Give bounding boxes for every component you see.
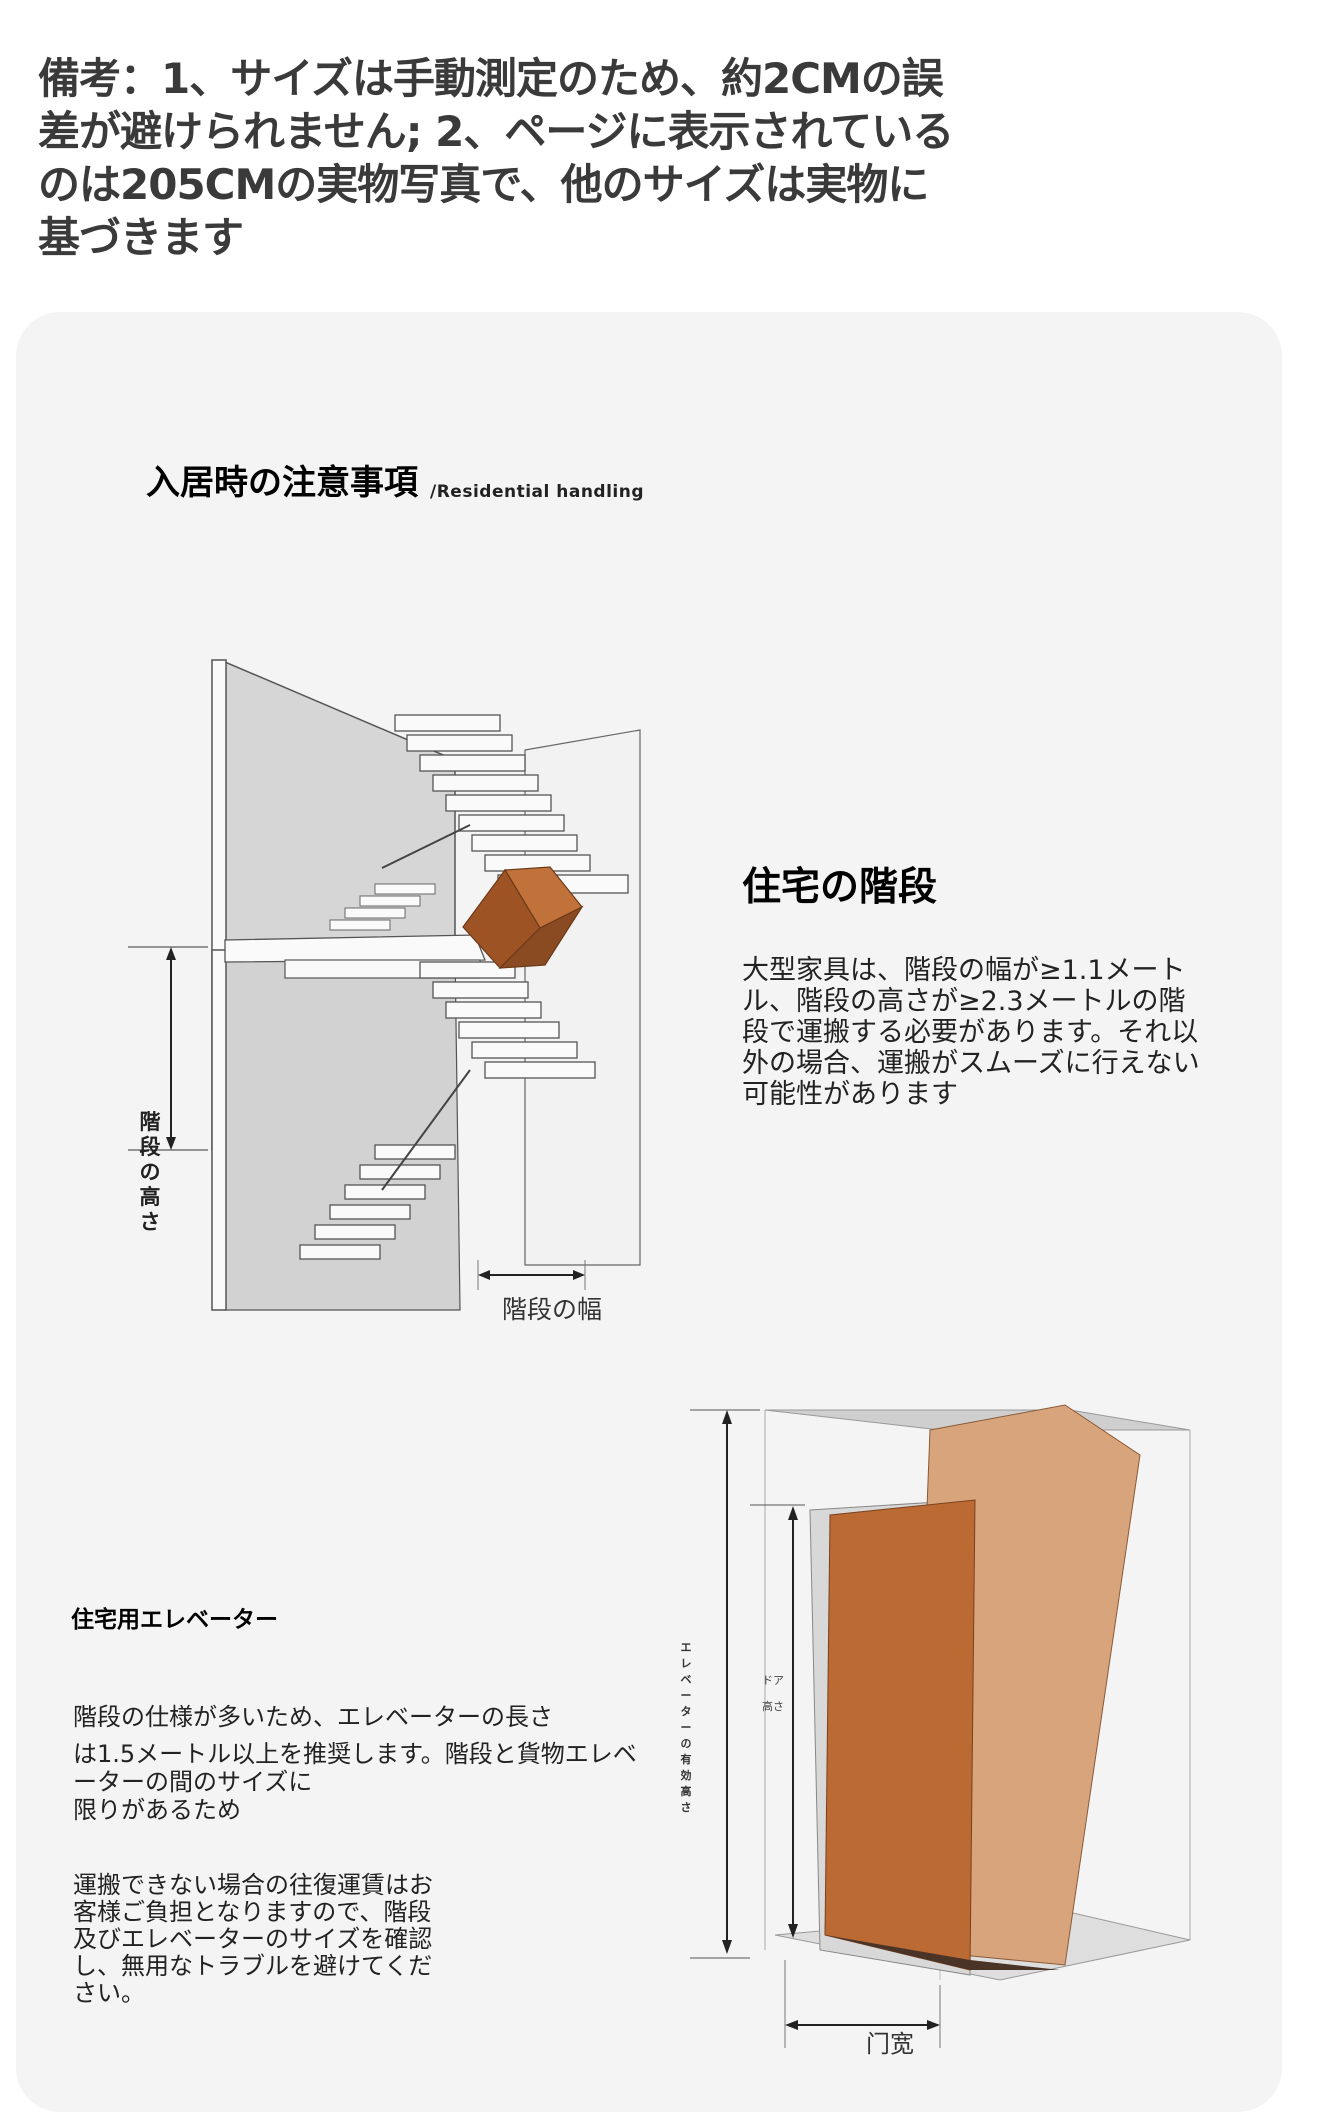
note-line: のは205CMの実物写真で、他のサイズは実物に: [38, 160, 929, 209]
stair-height-label: 階段の高さ: [139, 1110, 161, 1234]
elevator-heading: 住宅用エレベーター: [71, 1607, 278, 1633]
elevator-effective-height-label: エレベーターの有効高さ: [680, 1641, 692, 1814]
door-width-label: 门宽: [866, 2030, 914, 2058]
elevator-paragraph-2-line: 限りがあるため: [73, 1796, 241, 1824]
size-disclaimer-note: 備考：1、サイズは手動測定のため、約2CMの誤 差が避けられません; 2、ページ…: [38, 52, 1058, 264]
staircase-illustration: [128, 659, 641, 1311]
note-line: 備考：1、サイズは手動測定のため、約2CMの誤: [38, 54, 944, 103]
stair-width-label: 階段の幅: [502, 1295, 603, 1324]
furniture-box: [462, 866, 584, 969]
elevator-illustration: [690, 1404, 1191, 2048]
section-title: 入居時の注意事項: [146, 463, 418, 503]
elevator-paragraph-3: 運搬できない場合の往復運賃はお客様ご負担となりますので、階段及びエレベーターのサ…: [73, 1871, 433, 2007]
section-subtitle: /Residential handling: [430, 482, 645, 502]
elevator-paragraph-2-line: は1.5メートル以上を推奨します。階段と貨物エレベーターの間のサイズに: [73, 1740, 637, 1796]
note-line: 基づきます: [38, 213, 244, 262]
elevator-paragraph-2: は1.5メートル以上を推奨します。階段と貨物エレベーターの間のサイズに 限りがあ…: [73, 1740, 653, 1824]
elevator-paragraph-1: 階段の仕様が多いため、エレベーターの長さ: [73, 1703, 553, 1731]
door-height-label: ドア高さ: [762, 1674, 784, 1713]
stairs-description: 大型家具は、階段の幅が≥1.1メートル、階段の高さが≥2.3メートルの階段で運搬…: [742, 955, 1200, 1110]
stairs-heading: 住宅の階段: [742, 865, 938, 910]
note-line: 差が避けられません; 2、ページに表示されている: [38, 107, 954, 156]
